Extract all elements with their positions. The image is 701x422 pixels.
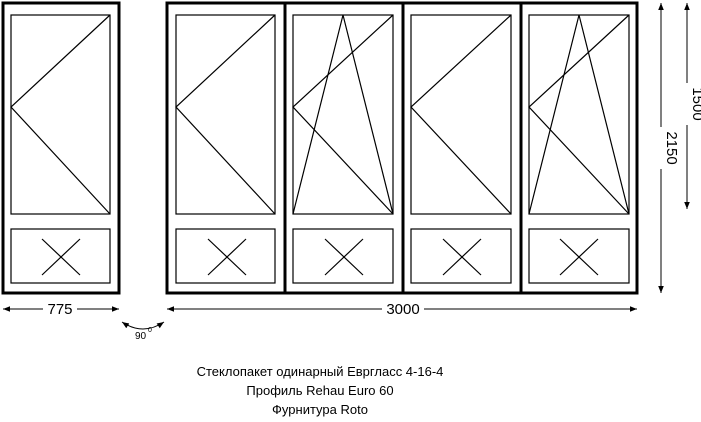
hardware-note: Фурнитура Roto [272,402,368,417]
turn-opening-mark [175,14,276,215]
glazing-note: Стеклопакет одинарный Евргласс 4-16-4 [196,364,444,379]
specification-notes: Стеклопакет одинарный Евргласс 4-16-4 Пр… [100,362,540,419]
turn-opening-mark [410,14,512,215]
sash-glass [410,14,512,215]
turn-opening-mark [292,14,394,215]
angle-indicator: 90 0 [121,321,165,342]
sash-4 [519,1,639,295]
door-unit [1,1,121,295]
sash-1 [165,1,287,295]
degree-mark: 0 [148,327,152,334]
door-width-label: 775 [47,301,72,318]
door-glass-upper [10,14,111,215]
dimension-sash-height: 1500 [678,2,701,209]
sash-height-label: 1500 [689,87,701,120]
dimension-window-width: 3000 [167,300,637,318]
sash-glass [175,14,276,215]
tilt-opening-mark [528,14,630,215]
dimension-total-height: 2150 [652,2,680,293]
door-frame [1,1,121,295]
total-height-label: 2150 [663,131,680,164]
turn-opening-mark [528,14,630,215]
profile-note: Профиль Rehau Euro 60 [246,383,394,398]
turn-opening-mark [10,14,111,215]
tilt-opening-mark [292,14,394,215]
sash-panel-lower [528,228,630,284]
dimension-door-width: 775 [3,300,119,318]
sash-glass [528,14,630,215]
sash-2 [283,1,405,295]
window-width-label: 3000 [386,301,419,318]
sash-glass [292,14,394,215]
sash-3 [401,1,523,295]
angle-label: 90 [135,331,147,342]
